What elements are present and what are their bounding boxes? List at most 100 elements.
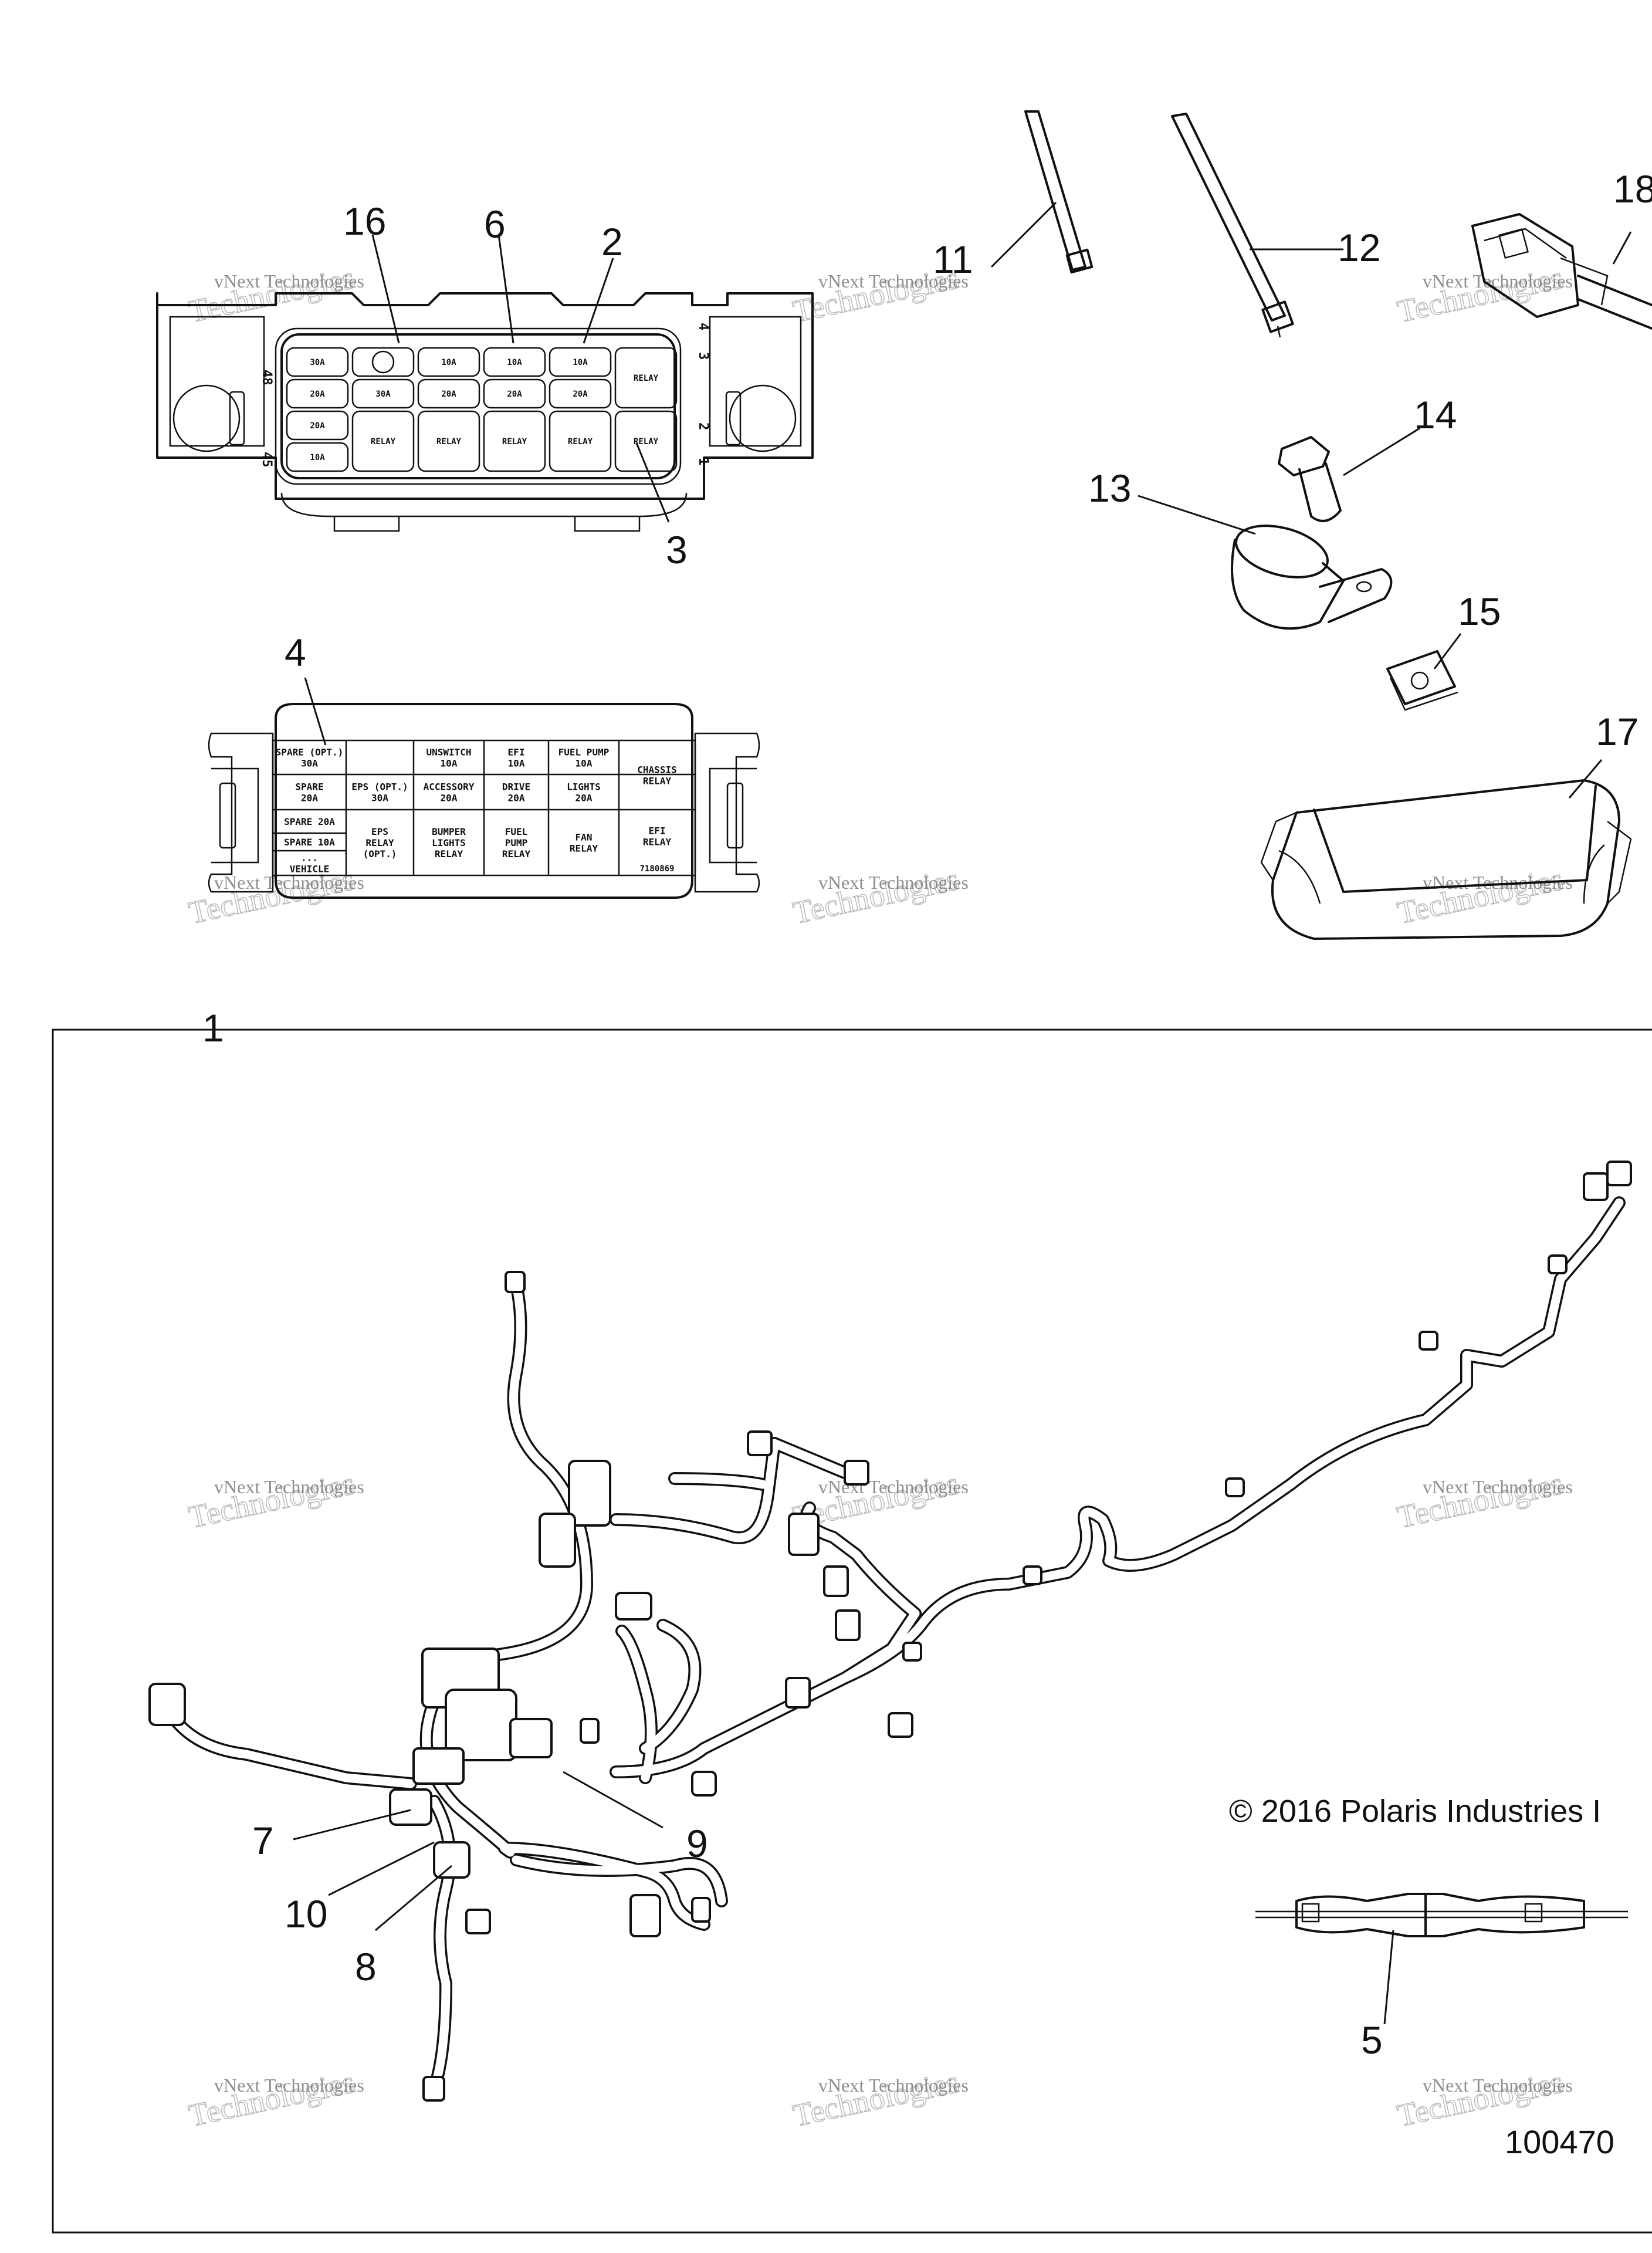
fuse-slot (417, 347, 480, 377)
cover-cell-spare-20a-b: SPARE 20A (284, 816, 335, 827)
cover-cell-lights: LIGHTS (567, 782, 601, 793)
watermark-text: vNext Technologies (818, 872, 969, 893)
harness-connector (747, 1430, 773, 1456)
watermark-text: vNext Technologies (1423, 1476, 1573, 1497)
fuse-rating-label: 30A (375, 390, 391, 399)
harness-connector (412, 1747, 465, 1785)
watermark-text: vNext Technologies (1423, 2075, 1573, 2096)
watermark-text: vNext Technologies (818, 270, 969, 292)
watermark-text: vNext Technologies (818, 2075, 969, 2096)
cover-cell-unswitch: UNSWITCH (426, 747, 471, 758)
copyright-text: © 2016 Polaris Industries I (1229, 1794, 1601, 1829)
harness-connector (1606, 1161, 1632, 1186)
fuse-slot (483, 347, 546, 377)
speed-nut-clip (1386, 650, 1458, 711)
cover-cell-spare-10a: SPARE 10A (284, 837, 335, 848)
cable-tie-short (1024, 110, 1094, 274)
harness-connector (433, 1841, 470, 1879)
fuse-slot (286, 442, 349, 472)
cover-cell-spare-20a: 20A (301, 793, 318, 804)
relay-label: RELAY (634, 437, 659, 446)
harness-connector (1225, 1477, 1245, 1497)
callout-10: 10 (285, 1892, 327, 1936)
push-rivet (1278, 436, 1342, 522)
cover-cell-spare-30a: 30A (301, 758, 318, 769)
callout-15: 15 (1458, 590, 1501, 633)
fuse-slot (549, 347, 612, 377)
cover-cell-efi: EFI (508, 747, 525, 758)
harness-connector (691, 1771, 717, 1797)
leader-lines (293, 201, 1632, 1931)
harness-connector (902, 1642, 922, 1662)
main-wire-harness (148, 1161, 1632, 2102)
fuse-rating-label: RELAY (568, 437, 593, 446)
harness-connector (691, 1897, 711, 1923)
harness-connector (844, 1460, 869, 1486)
fuse-box-pin-label: 45 (259, 452, 274, 468)
harness-connector (629, 1894, 661, 1937)
watermark-text: vNext Technologies (214, 1476, 364, 1497)
cover-cell-drive: DRIVE (502, 782, 530, 793)
fuse-rating-label: 10A (441, 358, 456, 367)
cover-cell-eps-relay: RELAY (365, 837, 394, 848)
harness-connector (823, 1565, 849, 1597)
fuse-slot (351, 347, 415, 377)
harness-connector (465, 1909, 491, 1934)
fuse-box-cover (1260, 779, 1632, 940)
relay-slot (549, 410, 612, 472)
cover-cell-bumper-lights-relay: RELAY (435, 848, 463, 860)
callout-11: 11 (933, 238, 973, 281)
cover-cell-chassis-relay: RELAY (643, 776, 672, 787)
cover-cell-efi: 10A (508, 758, 525, 769)
cover-cell-chassis-relay: CHASSIS (637, 764, 676, 776)
fuse-slot (417, 378, 480, 409)
fuse-box-pin-label: 1 (696, 458, 710, 465)
fuse-box-pin-label: 2 (696, 422, 710, 430)
relay-slot (351, 410, 415, 472)
harness-connector (580, 1718, 600, 1744)
callout-18: 18 (1613, 167, 1652, 211)
cover-cell-fan-relay: FAN (576, 832, 593, 843)
cover-cell-lights: 20A (576, 793, 593, 804)
cover-cell-fuel-pump-relay: FUEL (505, 826, 528, 837)
harness-connector (835, 1609, 861, 1641)
callout-6: 6 (484, 202, 506, 246)
harness-connector (148, 1683, 186, 1726)
fuse-slot (549, 378, 612, 409)
cover-part-number: 7180869 (639, 864, 674, 874)
watermark-text: vNext Technologies (214, 270, 364, 292)
callout-1: 1 (202, 1006, 224, 1050)
harness-connector (422, 2076, 445, 2102)
cover-cell-eps: 30A (371, 793, 388, 804)
harness-connector (1583, 1172, 1609, 1201)
fuse-box-pin-label: 4 (696, 323, 710, 330)
fuse-slot (286, 347, 349, 377)
cover-cell-spare-20a: SPARE (295, 782, 323, 793)
harness-connector (505, 1271, 526, 1293)
cover-cell-fuel-pump: FUEL PUMP (558, 747, 610, 758)
callout-12: 12 (1338, 226, 1380, 269)
callout-16: 16 (343, 199, 386, 243)
cover-cell-vehicle: VEHICLE (290, 864, 329, 875)
fuse-box-pin-label: 3 (696, 352, 710, 360)
fuse-rating-label: 10A (573, 358, 588, 367)
callout-14: 14 (1414, 393, 1457, 437)
cover-cell-efi-relay: EFI (649, 826, 666, 837)
cover-cell-unswitch: 10A (441, 758, 458, 769)
fuse-slot (286, 410, 349, 441)
harness-connector (568, 1460, 611, 1527)
harness-connector (615, 1592, 652, 1621)
fuse-box-pin-label: 48 (259, 370, 274, 385)
watermark-text: vNext Technologies (214, 2075, 364, 2096)
harness-connector (1548, 1254, 1568, 1274)
cable-tie-long (1171, 113, 1294, 338)
harness-connector (788, 1513, 820, 1556)
harness-connector (389, 1788, 432, 1826)
watermark-text: vNext Technologies (818, 1476, 969, 1497)
relay-slot (417, 410, 480, 472)
callout-9: 9 (686, 1822, 708, 1865)
relay-slot (483, 410, 546, 472)
harness-connector (539, 1513, 576, 1568)
